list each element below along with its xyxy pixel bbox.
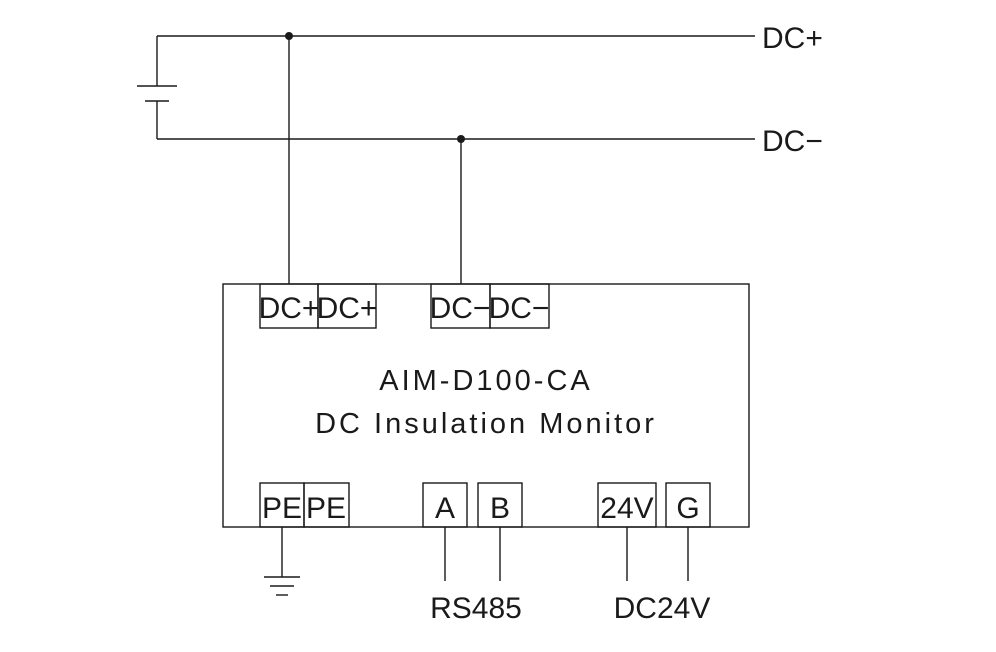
terminal-pe-2: PE [303, 482, 350, 528]
dc-minus-bus-label: DC− [762, 125, 823, 158]
ground-icon [264, 576, 300, 596]
svg-text:G: G [676, 492, 699, 525]
battery-icon [137, 36, 177, 139]
dc24v-label: DC24V [614, 592, 711, 625]
device-model: AIM-D100-CA [379, 365, 593, 397]
svg-text:DC−: DC− [489, 292, 550, 325]
dc-plus-bus-label: DC+ [762, 22, 823, 55]
junction-dot-icon [285, 32, 293, 40]
terminal-g: G [665, 482, 711, 528]
svg-text:DC+: DC+ [317, 292, 378, 325]
device-name: DC Insulation Monitor [315, 408, 657, 440]
junction-dot-icon [457, 135, 465, 143]
svg-text:PE: PE [306, 492, 346, 525]
svg-text:PE: PE [262, 492, 302, 525]
terminal-dc-minus-1: DC− [430, 283, 491, 329]
svg-text:24V: 24V [600, 492, 653, 525]
terminal-pe-1: PE [259, 482, 305, 528]
terminal-dc-plus-2: DC+ [317, 283, 378, 329]
svg-text:DC+: DC+ [259, 292, 320, 325]
terminal-a: A [422, 482, 468, 528]
svg-text:B: B [490, 492, 510, 525]
rs485-label: RS485 [430, 592, 522, 625]
terminal-dc-minus-2: DC− [489, 283, 550, 329]
svg-text:A: A [435, 492, 455, 525]
terminal-dc-plus-1: DC+ [259, 283, 320, 329]
terminal-24v: 24V [597, 482, 657, 528]
svg-text:DC−: DC− [430, 292, 491, 325]
terminal-b: B [477, 482, 523, 528]
